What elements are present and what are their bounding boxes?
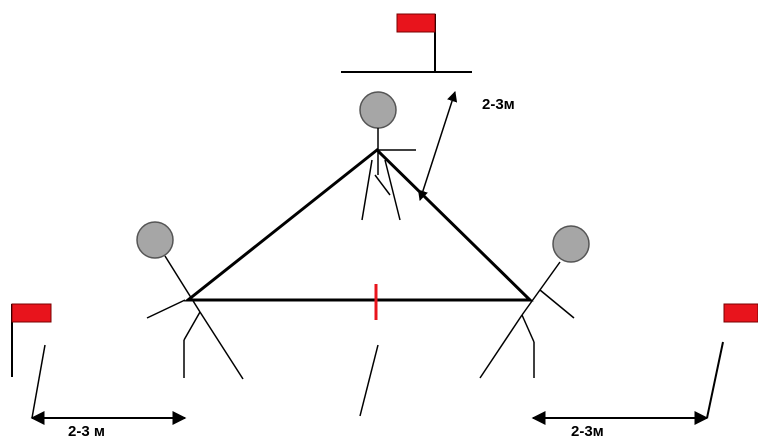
left-distance-label: 2-3 м — [68, 423, 105, 439]
left-flag-icon — [11, 303, 52, 377]
right-person-figure — [479, 225, 590, 379]
center-leg-line — [359, 344, 379, 417]
top-distance-label: 2-3м — [482, 96, 515, 113]
top-person-head — [359, 91, 397, 129]
top-flag-icon — [341, 13, 472, 73]
top-person-figure — [359, 91, 416, 221]
right-flag-icon — [706, 303, 758, 419]
top-distance-arrow — [417, 91, 458, 201]
left-person-head — [136, 221, 174, 259]
right-distance-label: 2-3м — [571, 423, 604, 439]
left-flag-leg — [31, 344, 46, 419]
left-person-figure — [136, 221, 244, 380]
triangle — [183, 148, 534, 302]
right-person-head — [552, 225, 590, 263]
